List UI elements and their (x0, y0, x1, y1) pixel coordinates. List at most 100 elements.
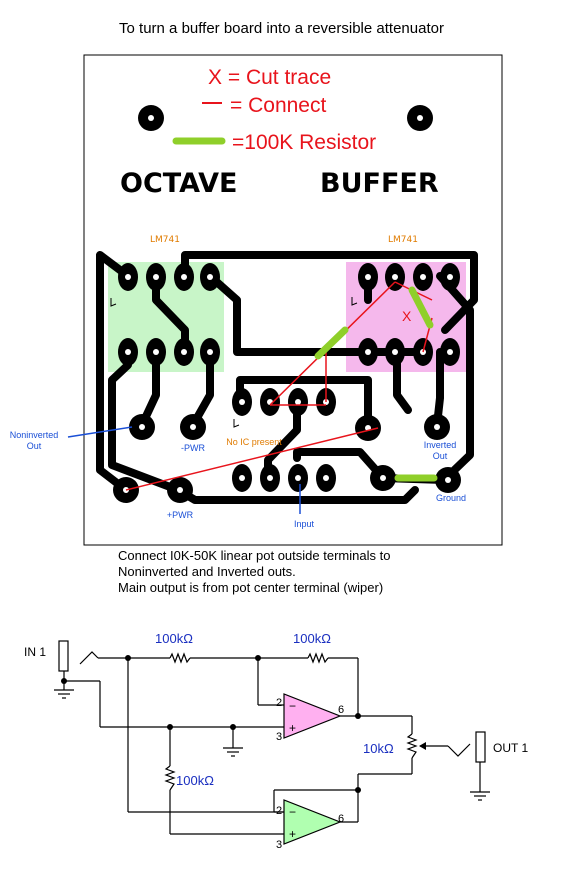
label-inverted-1: Inverted (424, 440, 457, 450)
trace-k (293, 448, 387, 482)
trace-b (206, 272, 424, 356)
trace-right-edge (436, 272, 474, 484)
pin1-marker-right (351, 297, 358, 306)
hole (177, 487, 183, 493)
label-in-1: IN 1 (24, 645, 46, 659)
trace-d (189, 348, 214, 429)
plus-sign-bottom: + (289, 827, 296, 841)
connect-wire-6 (125, 427, 379, 491)
pcb-pads (113, 263, 461, 503)
pin-6-bottom: 6 (338, 813, 344, 825)
hole (239, 475, 245, 481)
hole (207, 274, 213, 280)
resistor-1 (314, 326, 349, 360)
caption-line-3: Main output is from pot center terminal … (118, 580, 384, 595)
r3-symbol (164, 765, 176, 791)
pin-3-bottom: 3 (276, 839, 282, 851)
hole (380, 475, 386, 481)
hole (420, 274, 426, 280)
r2-symbol (307, 652, 329, 664)
label-noninverted-2: Out (27, 441, 42, 451)
label-noninverted-1: Noninverted (10, 430, 59, 440)
junction (61, 678, 67, 684)
schematic-wires (58, 640, 486, 835)
caption: Connect I0K-50K linear pot outside termi… (118, 548, 390, 596)
out-jack-tip (447, 743, 471, 757)
trace-left-edge (96, 251, 132, 494)
pin-6-top: 6 (338, 704, 344, 716)
hole (392, 274, 398, 280)
plus-sign-top: + (289, 721, 296, 735)
hole (239, 399, 245, 405)
hole (153, 349, 159, 355)
pad-holes (123, 274, 453, 493)
opamp-pin-labels: 2 3 6 2 3 6 − + − + (276, 697, 344, 851)
label-pos-pwr: +PWR (167, 510, 194, 520)
hole (323, 475, 329, 481)
junction (230, 724, 236, 730)
in-jack (58, 640, 69, 672)
hole (125, 274, 131, 280)
legend-connect: = Connect (230, 94, 326, 117)
caption-line-2: Noninverted and Inverted outs. (118, 564, 296, 579)
trace-top (181, 251, 478, 334)
hole (125, 349, 131, 355)
pin-3-top: 3 (276, 731, 282, 743)
hole (190, 424, 196, 430)
label-pot: 10kΩ (363, 741, 394, 756)
callout-noninverted (67, 426, 133, 438)
label-input: Input (294, 519, 315, 529)
hole (365, 274, 371, 280)
label-r3: 100kΩ (176, 773, 214, 788)
hole (295, 399, 301, 405)
opamp-bottom (283, 799, 342, 845)
board-label-octave: OCTAVE (120, 168, 238, 199)
pin-2-top: 2 (276, 697, 282, 709)
pot-wiper-arrow (419, 742, 426, 750)
board-label-buffer: BUFFER (320, 168, 439, 199)
ic-right-label: LM741 (388, 235, 418, 245)
minus-sign-top: − (289, 699, 296, 713)
opamp-top (283, 693, 342, 739)
cut-trace-mark: X (402, 308, 412, 324)
ic-left-label: LM741 (150, 235, 180, 245)
junction (355, 713, 361, 719)
schematic-labels: IN 1 OUT 1 100kΩ 100kΩ 100kΩ 10kΩ (24, 631, 528, 788)
out-jack (475, 731, 486, 763)
r1-symbol (169, 652, 191, 664)
hole (434, 424, 440, 430)
trace-bottom (108, 348, 419, 504)
hole (447, 349, 453, 355)
hole (207, 349, 213, 355)
hole (267, 475, 273, 481)
label-r2: 100kΩ (293, 631, 331, 646)
minus-sign-bottom: − (289, 805, 296, 819)
caption-line-1: Connect I0K-50K linear pot outside termi… (118, 548, 391, 563)
junction (125, 655, 131, 661)
pin1-marker-middle (233, 419, 240, 428)
schematic-resistors (164, 652, 418, 791)
mounting-hole-right-center (417, 115, 423, 121)
ground-symbols (54, 689, 490, 801)
label-neg-pwr: -PWR (181, 443, 205, 453)
hole (181, 274, 187, 280)
board-labels: Noninverted Out Inverted Out -PWR +PWR G… (10, 430, 466, 529)
resistor-2 (408, 286, 434, 329)
legend-cut: X = Cut trace (208, 66, 331, 89)
hole (181, 349, 187, 355)
label-inverted-2: Out (433, 451, 448, 461)
junction (255, 655, 261, 661)
label-ground: Ground (436, 493, 466, 503)
in-jack-tip (79, 651, 99, 665)
pin1-marker-left (110, 298, 117, 307)
page-title: To turn a buffer board into a reversible… (119, 20, 444, 37)
junctions (61, 655, 361, 793)
junction (355, 787, 361, 793)
hole (295, 475, 301, 481)
label-r1: 100kΩ (155, 631, 193, 646)
hole (139, 424, 145, 430)
hole (445, 477, 451, 483)
legend-resistor: =100K Resistor (232, 131, 376, 154)
label-out-1: OUT 1 (493, 741, 528, 755)
